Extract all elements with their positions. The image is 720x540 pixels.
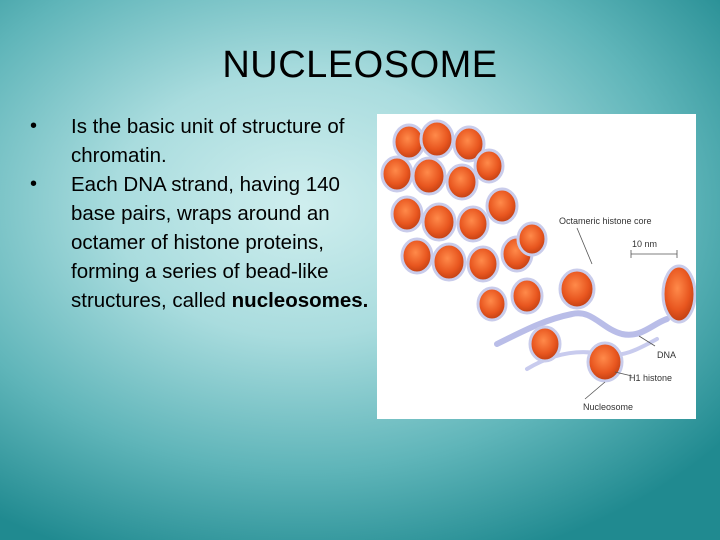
label-scale: 10 nm: [632, 239, 657, 249]
bullet-text: Is the basic unit of structure of chroma…: [71, 115, 345, 167]
bullet-list: Is the basic unit of structure of chroma…: [30, 112, 380, 315]
label-dna: DNA: [657, 350, 676, 360]
label-h1-histone: H1 histone: [629, 373, 672, 383]
dna-strand: [494, 310, 670, 347]
chromatin-fiber: [380, 119, 548, 322]
nucleosome-diagram: Octameric histone core 10 nm DNA H1 hist…: [380, 119, 696, 412]
dna-pointer: [638, 335, 656, 347]
octameric-core-pointer: [576, 227, 593, 265]
h1-pointer: [614, 371, 633, 377]
nucleosome-illustration: Octameric histone core 10 nm DNA H1 hist…: [377, 114, 696, 419]
bullet-text: Each DNA strand, having 140 base pairs, …: [71, 173, 340, 312]
single-nucleosomes: [528, 264, 696, 383]
label-nucleosome: Nucleosome: [583, 402, 633, 412]
bullet-emphasis: nucleosomes.: [231, 289, 369, 312]
bullet-item-1: Is the basic unit of structure of chroma…: [30, 112, 380, 170]
bullet-item-2: Each DNA strand, having 140 base pairs, …: [30, 170, 380, 315]
label-octameric-core: Octameric histone core: [559, 216, 652, 226]
nucleosome-pointer: [584, 381, 606, 400]
slide-title: NUCLEOSOME: [222, 44, 498, 86]
